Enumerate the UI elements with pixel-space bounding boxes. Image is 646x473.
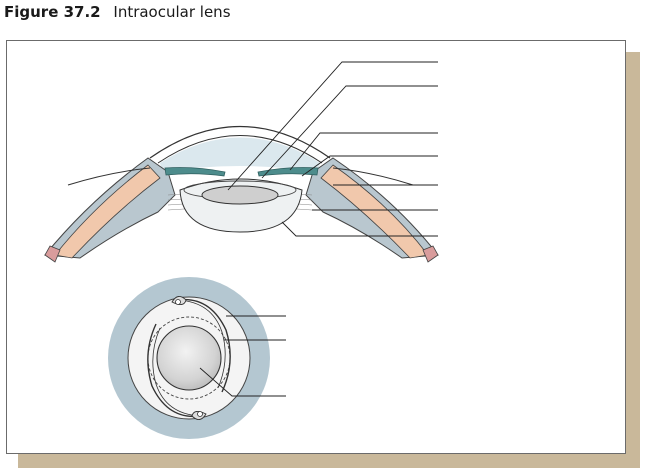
- figure-number: Figure 37.2: [4, 3, 101, 21]
- iol-optic-front: [156, 325, 222, 391]
- diagram-panel: [6, 40, 626, 454]
- left-sclera-band: [54, 164, 161, 259]
- haptic-lower: [147, 323, 201, 418]
- anterior-chamber: [160, 137, 320, 172]
- iol-optic-side: [201, 185, 279, 205]
- figure-title: Intraocular lens: [113, 3, 231, 21]
- iol-front-view: [108, 277, 270, 439]
- leader-lines-bottom: [199, 315, 286, 397]
- right-sclera-band: [320, 164, 429, 259]
- cornea: [149, 126, 331, 159]
- haptic-upper: [177, 298, 231, 393]
- leader-lines-top: [227, 61, 438, 237]
- eye-cross-section: [44, 126, 439, 263]
- iris-right: [257, 167, 319, 177]
- iris-left: [164, 167, 226, 177]
- figure-caption: Figure 37.2 Intraocular lens: [4, 3, 231, 21]
